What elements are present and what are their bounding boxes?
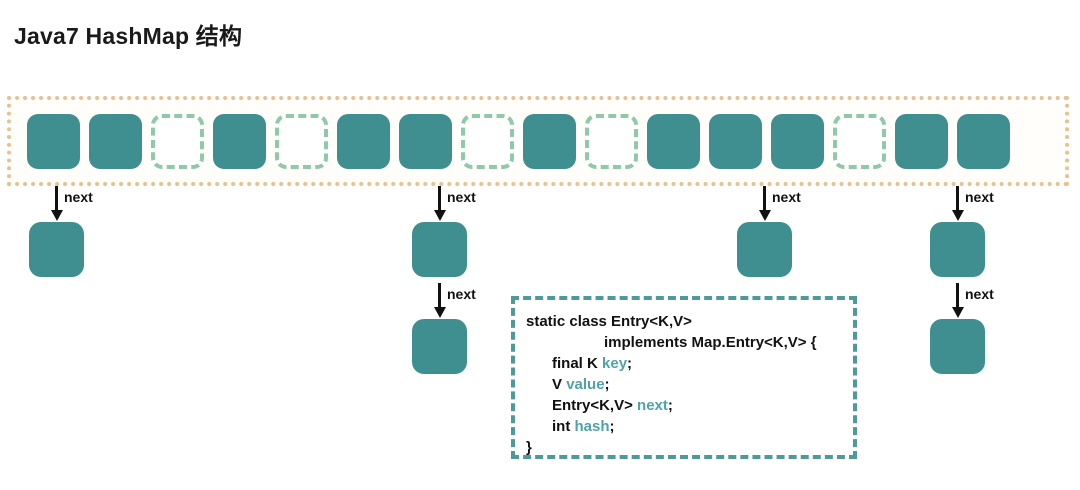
code-line-list: static class Entry<K,V> implements Map.En… (526, 311, 843, 458)
bucket-slot-6-occupied[interactable] (399, 113, 452, 169)
code-identifier: value (566, 376, 605, 393)
code-token: ; (667, 397, 673, 414)
arrow-shaft (438, 283, 441, 311)
bucket-slot-12-occupied[interactable] (771, 113, 824, 169)
code-line-4: Entry<K,V> next; (526, 395, 843, 416)
code-line-6: } (526, 437, 843, 458)
arrow-label-next: next (64, 189, 93, 205)
entry-chain-slot-6: next next (412, 186, 508, 374)
chain-3-next-arrow-1: next (952, 186, 1026, 222)
code-identifier: next (637, 397, 668, 414)
bucket-slot-1-occupied[interactable] (89, 113, 142, 169)
entry-node-0-0[interactable] (29, 222, 84, 277)
entry-class-code-box: static class Entry<K,V> implements Map.En… (511, 296, 857, 459)
bucket-slot-9-empty[interactable] (585, 113, 638, 169)
arrow-head-icon (434, 210, 446, 221)
page-title: Java7 HashMap 结构 (14, 23, 243, 49)
arrow-label-next: next (447, 286, 476, 302)
code-identifier: hash (574, 418, 610, 435)
code-line-5: int hash; (526, 416, 843, 437)
arrow-shaft (438, 186, 441, 214)
chain-2-next-arrow-1: next (759, 186, 833, 222)
arrow-shaft (956, 186, 959, 214)
chain-3-next-arrow-2: next (952, 283, 1026, 319)
code-token: ; (604, 376, 610, 393)
code-token: final K (552, 355, 603, 372)
code-line-1: implements Map.Entry<K,V> { (526, 332, 843, 353)
bucket-slot-list (11, 100, 1065, 182)
code-line-0: static class Entry<K,V> (526, 311, 843, 332)
code-token: Entry<K,V> (552, 397, 638, 414)
arrow-shaft (956, 283, 959, 311)
code-token: ; (627, 355, 633, 372)
arrow-label-next: next (447, 189, 476, 205)
bucket-slot-3-occupied[interactable] (213, 113, 266, 169)
bucket-slot-14-occupied[interactable] (895, 113, 948, 169)
chain-0-next-arrow-1: next (51, 186, 125, 222)
bucket-slot-13-empty[interactable] (833, 113, 886, 169)
arrow-label-next: next (965, 286, 994, 302)
code-token: int (552, 418, 575, 435)
entry-node-6-0[interactable] (412, 222, 467, 277)
arrow-head-icon (952, 210, 964, 221)
bucket-slot-11-occupied[interactable] (709, 113, 762, 169)
entry-node-11-0[interactable] (737, 222, 792, 277)
code-token: ; (609, 418, 615, 435)
code-line-2: final K key; (526, 353, 843, 374)
chain-1-next-arrow-1: next (434, 186, 508, 222)
bucket-slot-2-empty[interactable] (151, 113, 204, 169)
arrow-head-icon (434, 307, 446, 318)
bucket-slot-8-occupied[interactable] (523, 113, 576, 169)
entry-node-14-0[interactable] (930, 222, 985, 277)
entry-chain-slot-0: next (29, 186, 125, 277)
code-token: implements Map.Entry<K,V> { (604, 334, 817, 351)
arrow-head-icon (51, 210, 63, 221)
arrow-head-icon (759, 210, 771, 221)
code-token: } (526, 439, 532, 456)
code-token: V (552, 376, 567, 393)
bucket-slot-15-occupied[interactable] (957, 113, 1010, 169)
bucket-slot-0-occupied[interactable] (27, 113, 80, 169)
entry-node-14-1[interactable] (930, 319, 985, 374)
bucket-array-container (7, 96, 1069, 186)
bucket-slot-4-empty[interactable] (275, 113, 328, 169)
bucket-slot-10-occupied[interactable] (647, 113, 700, 169)
bucket-slot-5-occupied[interactable] (337, 113, 390, 169)
entry-node-6-1[interactable] (412, 319, 467, 374)
code-identifier: key (602, 355, 628, 372)
bucket-slot-7-empty[interactable] (461, 113, 514, 169)
chain-1-next-arrow-2: next (434, 283, 508, 319)
arrow-label-next: next (965, 189, 994, 205)
entry-chain-slot-11: next (737, 186, 833, 277)
arrow-shaft (763, 186, 766, 214)
arrow-head-icon (952, 307, 964, 318)
arrow-label-next: next (772, 189, 801, 205)
arrow-shaft (55, 186, 58, 214)
entry-chain-slot-14: next next (930, 186, 1026, 374)
code-line-3: V value; (526, 374, 843, 395)
code-token: static class Entry<K,V> (526, 313, 692, 330)
